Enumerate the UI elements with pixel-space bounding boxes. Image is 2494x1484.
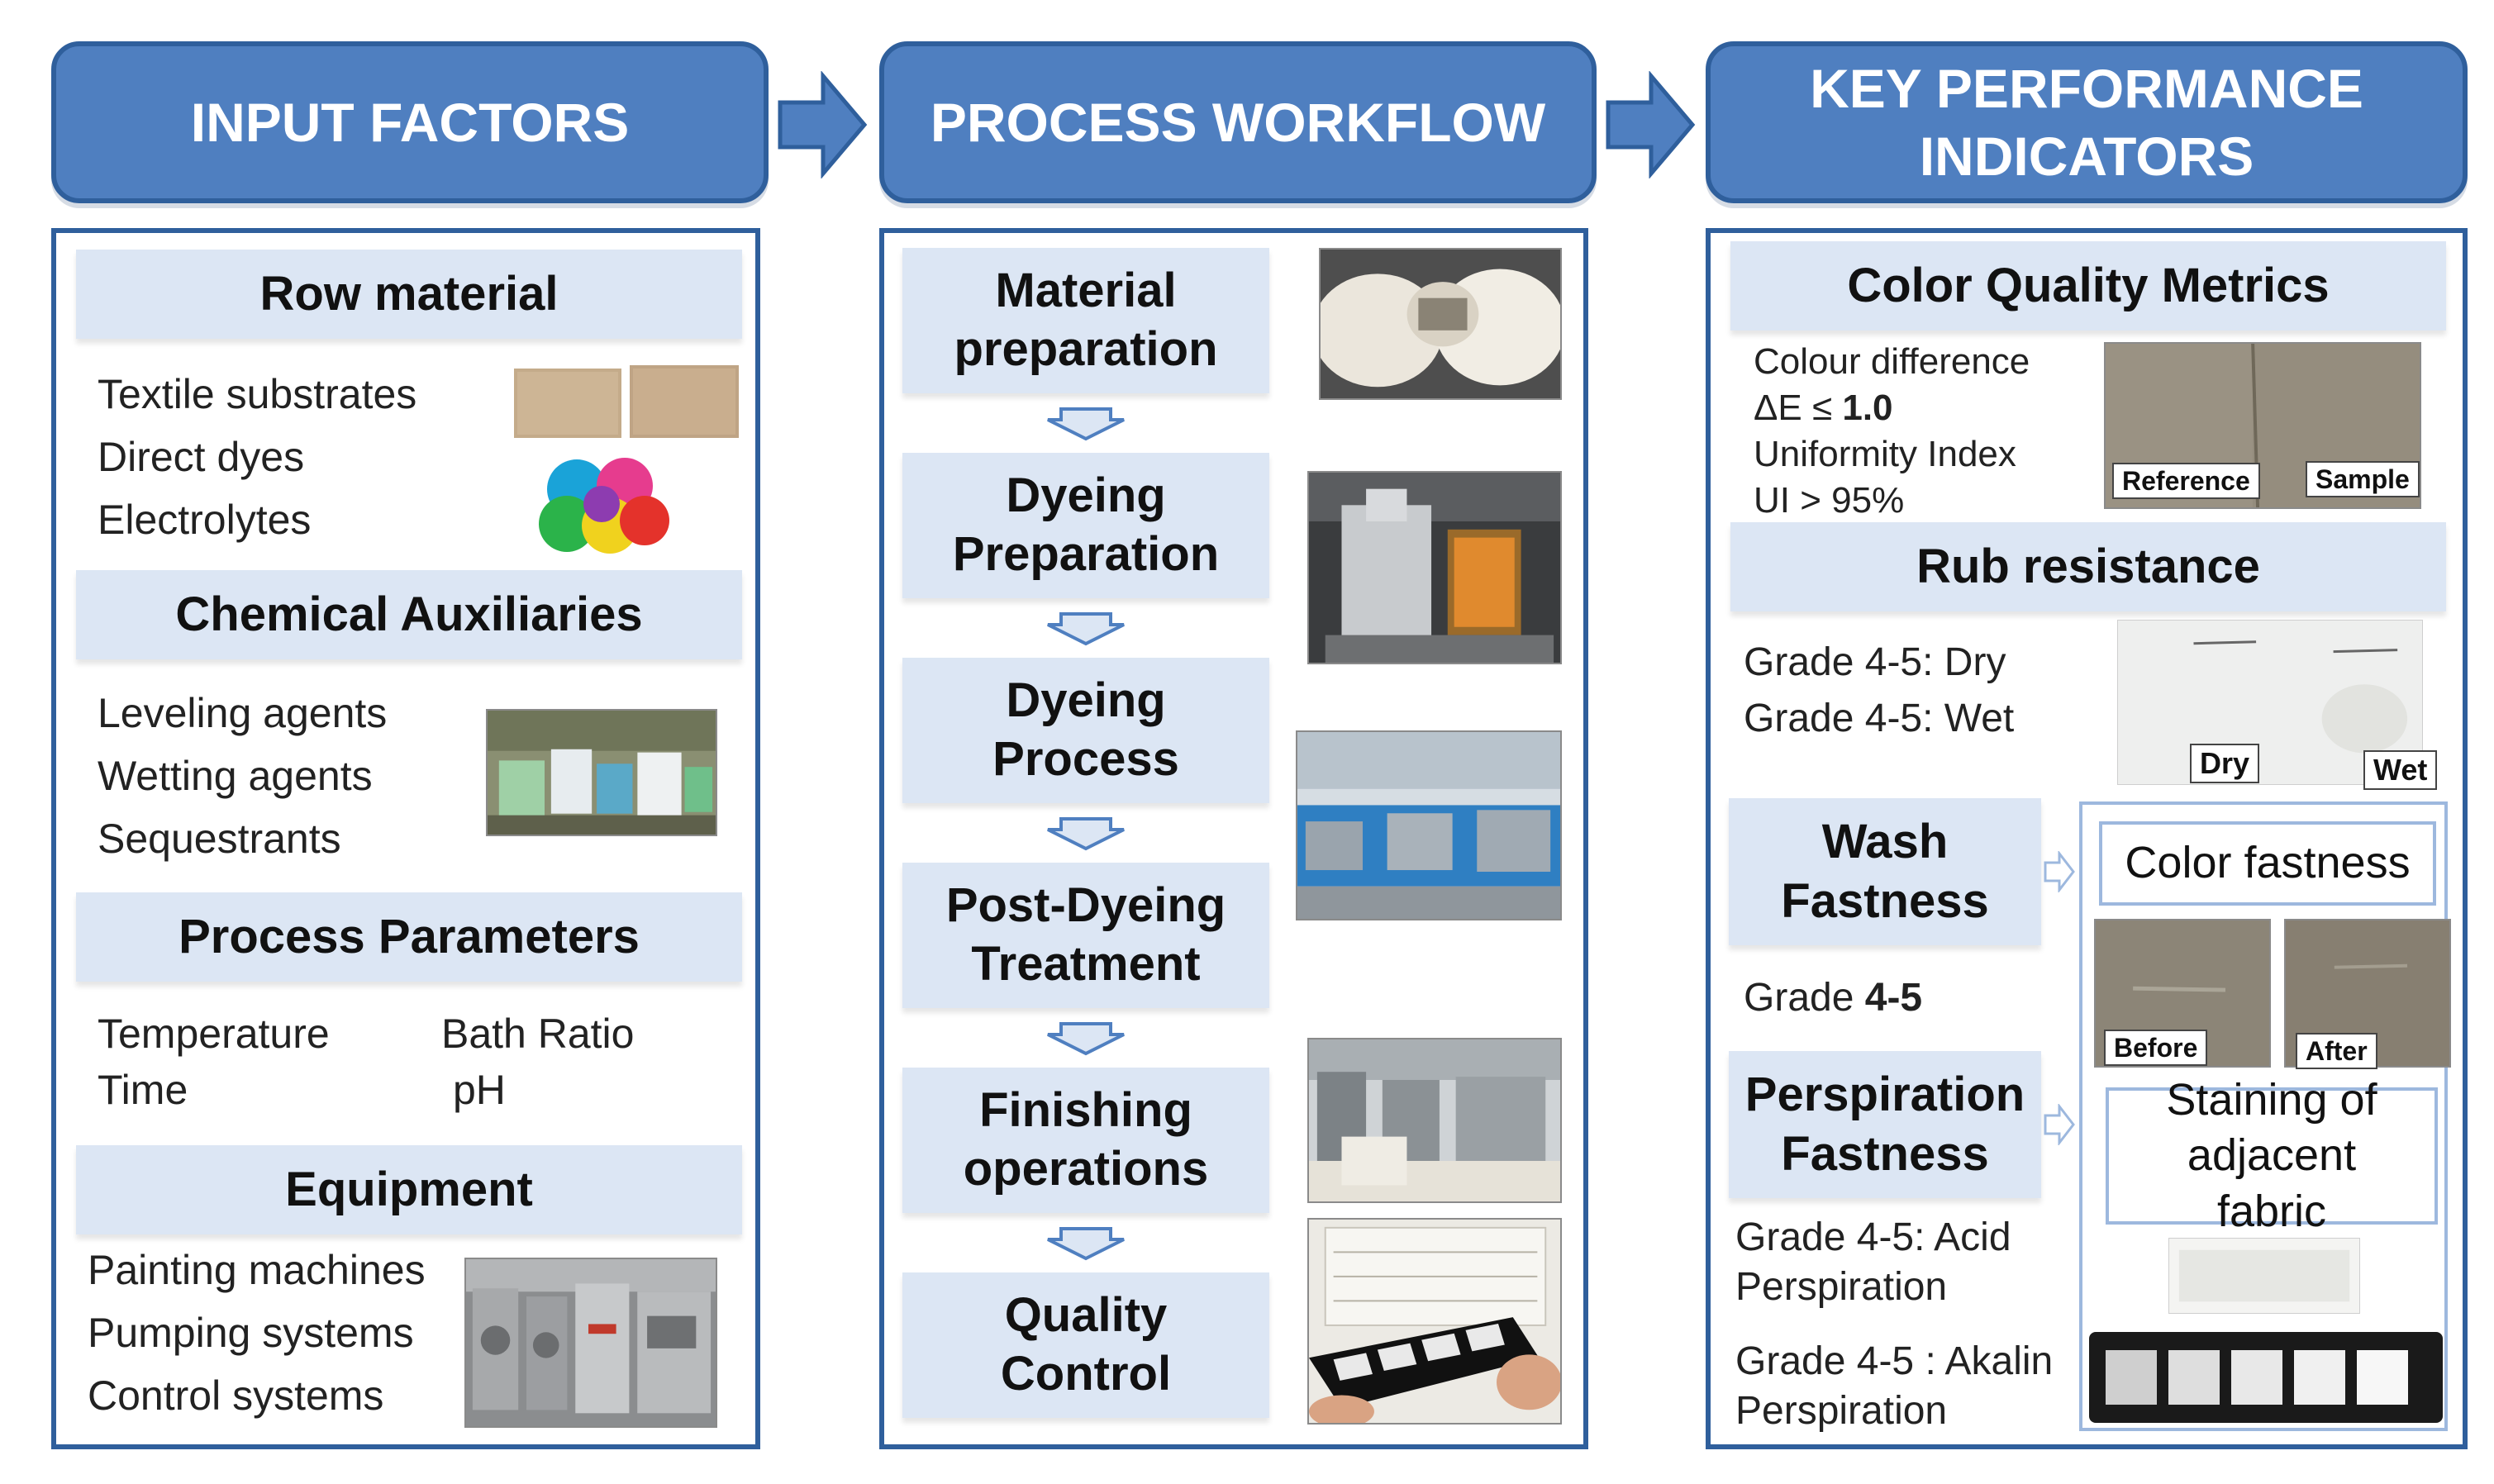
wash-grade-prefix: Grade [1744, 976, 1865, 1020]
step-material-preparation: Material preparation [902, 248, 1269, 393]
list-item: Wetting agents [98, 753, 373, 799]
header-input-factors: INPUT FACTORS [51, 41, 769, 203]
quality-control-image [1307, 1218, 1562, 1425]
arrow-down-icon [1045, 1021, 1127, 1056]
rub-dry-grade: Grade 4-5: Dry [1744, 640, 2006, 684]
section-chemical-auxiliaries: Chemical Auxiliaries [76, 570, 742, 659]
step-dyeing-process: Dyeing Process [902, 658, 1269, 803]
list-item: Pumping systems [88, 1310, 414, 1356]
list-item: Control systems [88, 1372, 384, 1419]
list-item: Time [98, 1067, 188, 1113]
dye-powder-image [534, 453, 674, 559]
wash-fastness-grade: Grade 4-5 [1744, 978, 1922, 1018]
wash-grade-value: 4-5 [1864, 976, 1923, 1020]
arrow-down-icon [1045, 407, 1127, 441]
acid-perspiration-label: Perspiration [1735, 1265, 1948, 1309]
reference-tag: Reference [2112, 463, 2260, 499]
alkalin-perspiration-grade: Grade 4-5 : Akalin [1735, 1339, 2054, 1383]
acid-perspiration-grade: Grade 4-5: Acid [1735, 1215, 2011, 1259]
uniformity-index-label: Uniformity Index [1754, 434, 2016, 474]
section-equipment: Equipment [76, 1145, 742, 1234]
header-key-performance-indicators: KEY PERFORMANCE INDICATORS [1706, 41, 2468, 203]
delta-e-prefix: ΔE ≤ [1754, 388, 1843, 428]
arrow-right-icon [2043, 849, 2076, 894]
sample-tag: Sample [2306, 461, 2420, 497]
delta-e-value: ΔE ≤ 1.0 [1754, 390, 1893, 426]
dyeing-preparation-image [1307, 471, 1562, 664]
rub-wet-grade: Grade 4-5: Wet [1744, 697, 2015, 740]
color-fastness-box: Color fastness [2099, 821, 2436, 906]
arrow-right-icon [2043, 1102, 2076, 1147]
grey-scale-card-image [2089, 1332, 2443, 1423]
dyeing-machines-image [464, 1258, 717, 1428]
section-rub-resistance: Rub resistance [1730, 522, 2446, 611]
list-item: Textile substrates [98, 371, 417, 417]
list-item: Painting machines [88, 1247, 426, 1293]
dyeing-process-machines-image [1296, 730, 1562, 920]
uniformity-index-value: UI > 95% [1754, 480, 1905, 521]
list-item: Sequestrants [98, 816, 341, 862]
list-item: pH [453, 1067, 506, 1113]
list-item: Electrolytes [98, 497, 312, 543]
before-tag: Before [2104, 1030, 2208, 1066]
list-item: Leveling agents [98, 690, 388, 736]
section-wash-fastness: Wash Fastness [1729, 798, 2041, 945]
section-process-parameters: Process Parameters [76, 892, 742, 982]
chemical-containers-image [486, 709, 717, 836]
list-item: Bath Ratio [441, 1011, 635, 1057]
staining-adjacent-fabric-box: Staining of adjacent fabric [2106, 1075, 2438, 1236]
colour-difference-label: Colour difference [1754, 341, 2030, 382]
section-row-material: Row material [76, 250, 742, 339]
arrow-down-icon [1045, 611, 1127, 646]
arrow-down-icon [1045, 816, 1127, 851]
step-quality-control: Quality Control [902, 1272, 1269, 1418]
step-dyeing-preparation: Dyeing Preparation [902, 453, 1269, 598]
section-color-quality-metrics: Color Quality Metrics [1730, 241, 2446, 331]
finishing-operations-image [1307, 1038, 1562, 1203]
step-finishing-operations: Finishing operations [902, 1068, 1269, 1213]
arrow-down-icon [1045, 1226, 1127, 1261]
section-perspiration-fastness: Perspiration Fastness [1729, 1051, 2041, 1198]
header-process-workflow: PROCESS WORKFLOW [879, 41, 1597, 203]
delta-e-number: 1.0 [1842, 388, 1893, 428]
step-post-dyeing-treatment: Post-Dyeing Treatment [902, 863, 1269, 1008]
material-preparation-image [1319, 248, 1562, 400]
staining-fabric-image [2168, 1238, 2360, 1314]
alkalin-perspiration-label: Perspiration [1735, 1389, 1948, 1433]
after-tag: After [2296, 1033, 2377, 1069]
list-item: Temperature [98, 1011, 330, 1057]
arrow-right-icon [1605, 70, 1696, 179]
wet-tag: Wet [2363, 750, 2438, 790]
dry-tag: Dry [2190, 744, 2260, 783]
textile-swatch-image [514, 364, 739, 440]
arrow-right-icon [777, 70, 868, 179]
list-item: Direct dyes [98, 434, 305, 480]
